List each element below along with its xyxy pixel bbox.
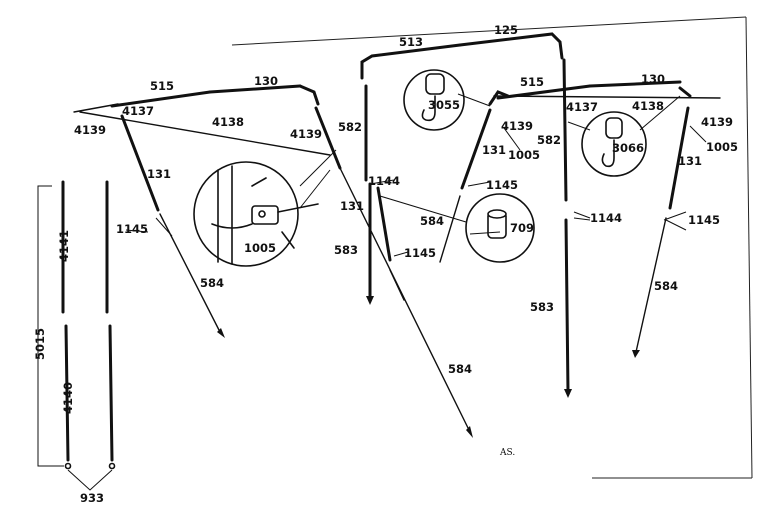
callout-4139: 4139	[74, 123, 106, 137]
callout-582: 582	[338, 120, 362, 134]
leg-tip-left	[217, 328, 225, 338]
callout-4137: 4137	[566, 100, 598, 114]
loose-poles	[37, 180, 116, 491]
detail-clamp-circle	[193, 161, 319, 267]
callout-131: 131	[482, 143, 506, 157]
callout-5015: 5015	[33, 328, 47, 360]
detail-hook-circle-b	[581, 111, 647, 177]
right-leg-131-a	[460, 108, 492, 190]
callout-1005: 1005	[508, 148, 540, 162]
callout-584: 584	[448, 362, 472, 376]
clamp-bolt	[258, 210, 266, 218]
pole-515-left	[110, 90, 212, 108]
leg-tip-center	[466, 426, 473, 438]
page-mark: AS.	[499, 448, 515, 458]
callout-4139: 4139	[290, 127, 322, 141]
callout-1144: 1144	[368, 174, 400, 188]
callout-1005: 1005	[244, 241, 276, 255]
callout-1145: 1145	[486, 178, 518, 192]
callout-1145: 1145	[404, 246, 436, 260]
callout-4138: 4138	[212, 115, 244, 129]
callout-131: 131	[678, 154, 702, 168]
leader-933	[67, 469, 113, 491]
corner-connector-left	[298, 84, 320, 106]
leg-582-a	[314, 106, 342, 170]
callout-583: 583	[334, 243, 358, 257]
callout-515: 515	[150, 79, 174, 93]
pole-513	[360, 43, 462, 80]
detail-circle-clamp	[193, 161, 299, 267]
right-corner-connector	[488, 90, 510, 106]
callout-1005: 1005	[706, 140, 738, 154]
callout-130: 130	[641, 72, 665, 86]
callout-1144: 1144	[590, 211, 622, 225]
detail-circle-hook-a	[403, 69, 465, 131]
callout-584: 584	[420, 214, 444, 228]
clamp-wing	[251, 177, 267, 187]
post-tip-b	[564, 389, 572, 398]
callout-125: 125	[494, 23, 518, 37]
left-legs	[120, 106, 473, 438]
right-leg-584-a	[439, 195, 461, 263]
callout-131: 131	[340, 199, 364, 213]
callout-4141: 4141	[57, 230, 71, 262]
callout-numbers: 515 130 513 125 515 130 4137 4139 4138 4…	[33, 23, 738, 505]
callout-584: 584	[654, 279, 678, 293]
callout-3055: 3055	[428, 98, 460, 112]
center-584-strut	[389, 269, 405, 301]
callout-130: 130	[254, 74, 278, 88]
callout-584: 584	[200, 276, 224, 290]
pole-4138-right	[493, 95, 721, 99]
clamp-screw	[281, 231, 295, 249]
hook-b	[601, 139, 615, 168]
post-center-right	[562, 58, 568, 202]
callout-1145: 1145	[116, 222, 148, 236]
callout-1145: 1145	[688, 213, 720, 227]
callout-4138: 4138	[632, 99, 664, 113]
leader-lines	[125, 93, 707, 257]
callout-4140: 4140	[61, 382, 75, 414]
callout-131: 131	[147, 167, 171, 181]
callout-583: 583	[530, 300, 554, 314]
callout-515: 515	[520, 75, 544, 89]
post-583-b	[564, 218, 570, 394]
callout-4139: 4139	[501, 119, 533, 133]
right-leg-584-b	[635, 217, 667, 353]
callout-582: 582	[537, 133, 561, 147]
leg-584-center	[339, 167, 471, 433]
detail-cap-circle	[465, 193, 535, 263]
left-top-poles	[73, 84, 331, 156]
clamp-pole	[277, 203, 319, 213]
pole-4140-b	[108, 324, 114, 462]
callout-4139: 4139	[701, 115, 733, 129]
center-short-pole	[376, 186, 392, 262]
pole-125	[458, 32, 564, 60]
right-leg-131-b	[668, 106, 690, 210]
leg-tip-right	[632, 350, 640, 358]
right-top-poles	[439, 80, 721, 358]
callout-933: 933	[80, 491, 104, 505]
pole-130-right	[588, 80, 682, 88]
callout-3066: 3066	[612, 141, 644, 155]
border-lines	[231, 16, 753, 479]
callout-709: 709	[510, 221, 534, 235]
hook-a	[421, 95, 436, 122]
pole-4137-left	[73, 103, 119, 113]
callout-513: 513	[399, 35, 423, 49]
leg-131-upper-left	[120, 114, 160, 212]
detail-hook-circle-a	[403, 69, 465, 131]
pole-130-left	[208, 84, 302, 94]
pole-end-right	[678, 86, 692, 98]
stopper-a	[64, 462, 72, 470]
stopper-b	[108, 462, 116, 470]
post-tip-a	[366, 296, 374, 305]
callout-4137: 4137	[122, 104, 154, 118]
bracket-5015	[37, 185, 64, 467]
center-top-poles	[360, 32, 572, 398]
pole-4140-a	[64, 324, 70, 462]
